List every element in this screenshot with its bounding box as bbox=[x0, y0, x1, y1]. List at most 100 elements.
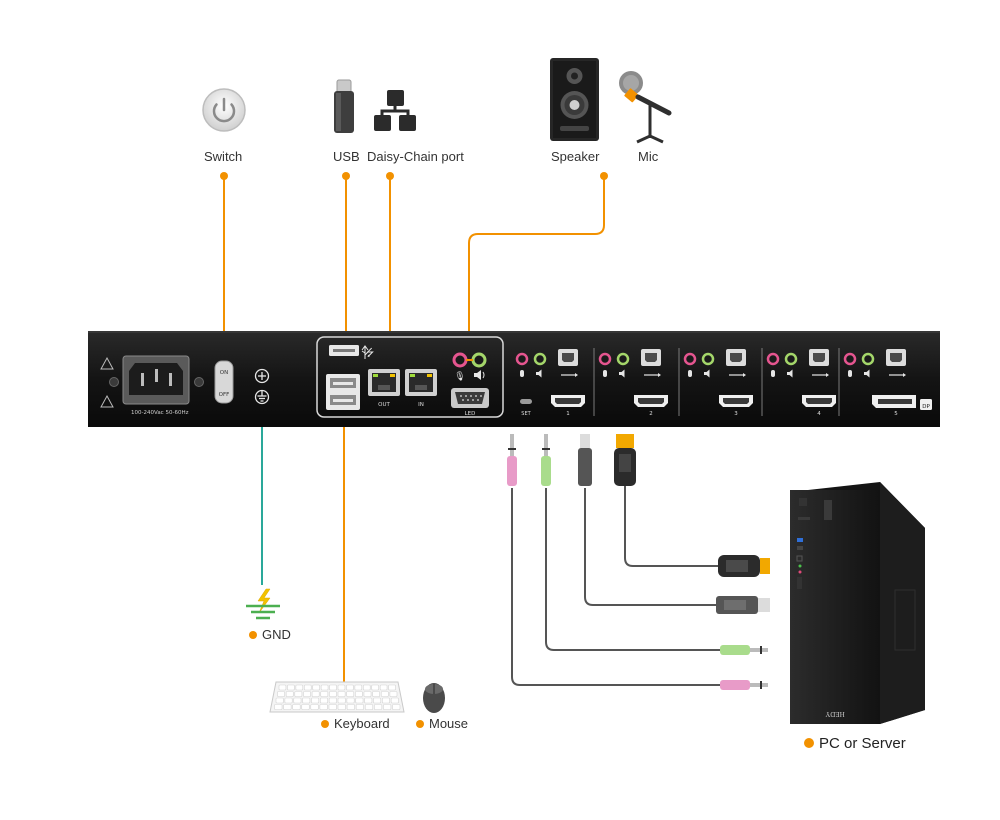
keyboard-key bbox=[383, 704, 392, 710]
keyboard-key bbox=[303, 684, 312, 691]
led-label: LED bbox=[465, 411, 476, 417]
speaker-symbol-icon bbox=[474, 370, 485, 380]
mouse-caption: Mouse bbox=[416, 716, 468, 731]
keyboard-key bbox=[355, 704, 365, 710]
keyboard-key bbox=[310, 704, 319, 710]
switch-on-label: ON bbox=[220, 370, 228, 376]
led-serial-port[interactable] bbox=[451, 388, 489, 408]
channel-2-ports[interactable]: 2 bbox=[598, 349, 668, 417]
keyboard-key bbox=[319, 704, 328, 710]
speaker-jack[interactable] bbox=[701, 352, 715, 366]
channel-3-ports[interactable]: 3 bbox=[683, 349, 753, 417]
keyboard-key bbox=[388, 684, 396, 691]
mic-jack[interactable] bbox=[598, 352, 612, 366]
mic-symbol-icon bbox=[520, 370, 524, 377]
mic-pc-plug bbox=[720, 680, 768, 690]
speaker-symbol-icon bbox=[536, 369, 542, 378]
mic-jack[interactable] bbox=[515, 352, 529, 366]
keyboard-key bbox=[337, 704, 346, 710]
mouse-dot bbox=[416, 719, 424, 728]
keyboard-key bbox=[337, 684, 346, 691]
keyboard-key bbox=[363, 691, 372, 697]
daisy-chain-label: Daisy-Chain port bbox=[367, 149, 464, 164]
keyboard-key bbox=[364, 697, 373, 704]
mouse-icon bbox=[423, 683, 445, 713]
speaker-symbol-icon bbox=[787, 369, 793, 378]
keyboard-mouse-usb-ports[interactable] bbox=[326, 374, 360, 410]
keyboard-key bbox=[381, 697, 390, 704]
speaker-icon bbox=[550, 58, 599, 141]
daisy-chain-in-port[interactable] bbox=[405, 369, 437, 396]
speaker-label: Speaker bbox=[551, 149, 600, 164]
keyboard-key bbox=[346, 704, 355, 710]
set-label: SET bbox=[521, 411, 531, 417]
keyboard-key bbox=[373, 697, 382, 704]
mic-symbol-icon bbox=[603, 370, 607, 377]
keyboard-key bbox=[320, 684, 329, 691]
daisy-chain-out-port[interactable] bbox=[368, 369, 400, 396]
mic-jack[interactable] bbox=[843, 352, 857, 366]
usb-stick-icon bbox=[334, 79, 354, 133]
mic-label: Mic bbox=[638, 149, 659, 164]
switch-label: Switch bbox=[204, 149, 243, 164]
pc-brand-label: HEDY bbox=[825, 710, 844, 718]
gnd-dot bbox=[249, 630, 257, 639]
keyboard-key bbox=[285, 691, 294, 697]
power-rating-label: 100-240Vac 50-60Hz bbox=[131, 410, 189, 416]
speaker-jack[interactable] bbox=[616, 352, 630, 366]
channel-4-ports[interactable]: 4 bbox=[766, 349, 836, 417]
channel-number: 2 bbox=[649, 411, 653, 417]
keyboard-key bbox=[380, 691, 389, 697]
keyboard-key bbox=[379, 684, 388, 691]
usb-label: USB bbox=[333, 149, 360, 164]
keyboard-key bbox=[287, 684, 295, 691]
keyboard-key bbox=[329, 691, 337, 697]
mic-symbol-icon bbox=[771, 370, 775, 377]
keyboard-key bbox=[328, 697, 337, 704]
channel-number: 3 bbox=[734, 411, 738, 417]
usb-b-cable-plug bbox=[578, 434, 592, 486]
usb-port[interactable]: ⭍ bbox=[329, 345, 374, 359]
mic-jack[interactable] bbox=[683, 352, 697, 366]
gnd-label: GND bbox=[262, 627, 291, 642]
warning-icon bbox=[100, 394, 114, 408]
mouse-label: Mouse bbox=[429, 716, 469, 731]
channel-number: 1 bbox=[566, 411, 570, 417]
keyboard-key bbox=[302, 697, 311, 704]
keyboard-key bbox=[362, 684, 371, 691]
keyboard-key bbox=[274, 704, 283, 710]
speaker-jack[interactable] bbox=[533, 352, 547, 366]
keyboard-key bbox=[337, 697, 346, 704]
channel-5-ports[interactable]: 5 bbox=[843, 349, 932, 417]
keyboard-key bbox=[371, 684, 379, 691]
network-topology-icon bbox=[374, 90, 416, 131]
keyboard-icon bbox=[269, 681, 405, 713]
power-switch[interactable]: ON OFF bbox=[214, 360, 234, 404]
keyboard-key bbox=[301, 704, 310, 710]
ground-terminal bbox=[254, 368, 270, 405]
speaker-jack[interactable] bbox=[784, 352, 798, 366]
speaker-symbol-icon bbox=[619, 369, 625, 378]
speaker-cable-plug bbox=[541, 434, 551, 486]
pc-caption: PC or Server bbox=[804, 735, 906, 752]
keyboard-key bbox=[311, 697, 320, 704]
pc-cables bbox=[511, 486, 720, 686]
channel-number: 4 bbox=[817, 411, 821, 417]
out-label: OUT bbox=[378, 402, 390, 408]
speaker-pc-plug bbox=[720, 645, 768, 655]
keyboard-key bbox=[346, 691, 355, 697]
usb-symbol-icon bbox=[361, 345, 369, 359]
mic-jack[interactable] bbox=[766, 352, 780, 366]
keyboard-key bbox=[329, 684, 337, 691]
keyboard-key bbox=[389, 691, 398, 697]
keyboard-key bbox=[277, 691, 285, 697]
speaker-symbol-icon bbox=[864, 369, 870, 378]
set-button[interactable] bbox=[520, 399, 532, 404]
speaker-jack[interactable] bbox=[861, 352, 875, 366]
kvm-back-panel: 100-240Vac 50-60Hz ON OFF ⭍ bbox=[88, 331, 940, 427]
keyboard-key bbox=[337, 691, 346, 697]
keyboard-key bbox=[311, 691, 320, 697]
usb-a-pc-plug bbox=[716, 596, 770, 614]
channel-1-ports[interactable]: 1 bbox=[515, 349, 585, 417]
